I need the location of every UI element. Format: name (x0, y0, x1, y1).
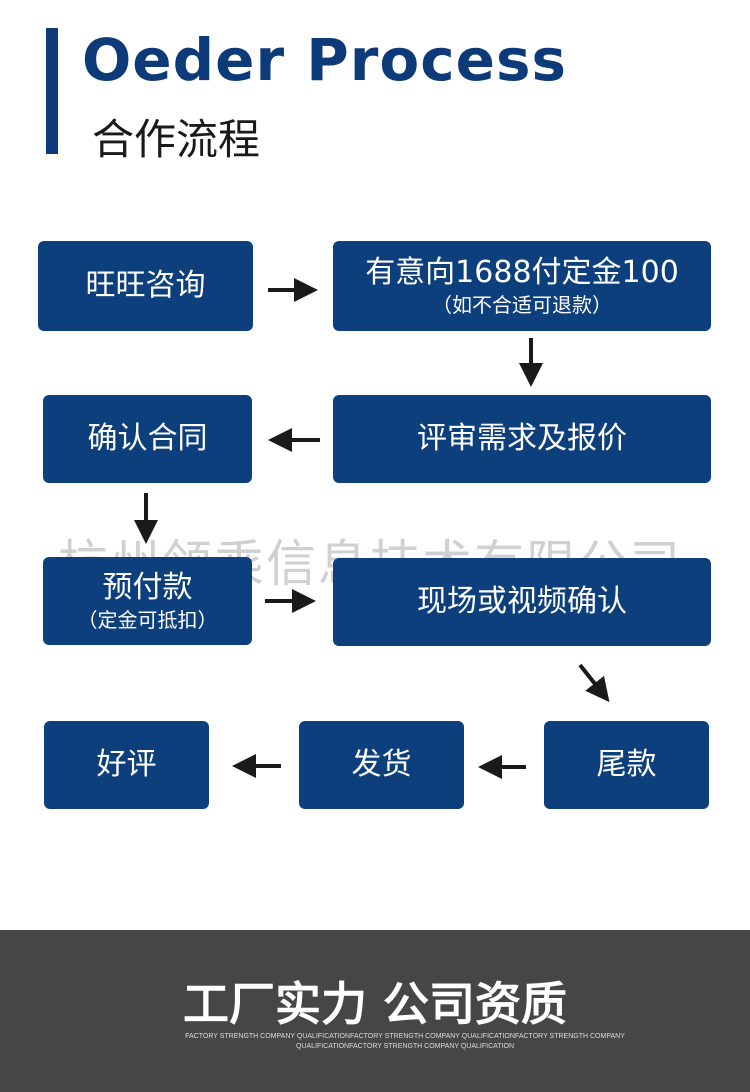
footer-subtitle: FACTORY STRENGTH COMPANY QUALIFICATIONFA… (185, 1033, 625, 1050)
title-accent-bar (46, 28, 58, 154)
step-wangwang-consult: 旺旺咨询 (38, 241, 253, 331)
step-shipping: 发货 (299, 721, 464, 809)
footer-title: 工厂实力 公司资质 (182, 977, 567, 1031)
step-label: 预付款 (102, 570, 193, 605)
flow-arrows (134, 278, 610, 779)
step-label: 现场或视频确认 (417, 584, 627, 619)
step-label: 尾款 (596, 747, 657, 782)
page-title-chinese: 合作流程 (92, 115, 261, 164)
step-onsite-video-confirm: 现场或视频确认 (333, 558, 711, 646)
arrow-diagonal-icon (578, 663, 610, 703)
step-label: 有意向1688付定金100 (365, 255, 679, 290)
step-label: 好评 (96, 747, 157, 782)
page-title-english: Oeder Process (82, 26, 568, 94)
step-confirm-contract: 确认合同 (43, 395, 252, 483)
step-label: 旺旺咨询 (85, 268, 206, 303)
step-good-review: 好评 (44, 721, 209, 809)
step-label: 发货 (351, 747, 412, 782)
step-final-payment: 尾款 (544, 721, 709, 809)
step-note: （定金可抵扣） (77, 608, 218, 632)
step-review-quote: 评审需求及报价 (333, 395, 711, 483)
step-label: 评审需求及报价 (417, 421, 627, 456)
step-deposit-intent: 有意向1688付定金100 （如不合适可退款） (333, 241, 711, 331)
step-prepayment: 预付款 （定金可抵扣） (43, 557, 252, 645)
step-note: （如不合适可退款） (432, 293, 612, 317)
footer-banner: 工厂实力 公司资质 FACTORY STRENGTH COMPANY QUALI… (0, 930, 750, 1092)
step-label: 确认合同 (87, 421, 208, 456)
